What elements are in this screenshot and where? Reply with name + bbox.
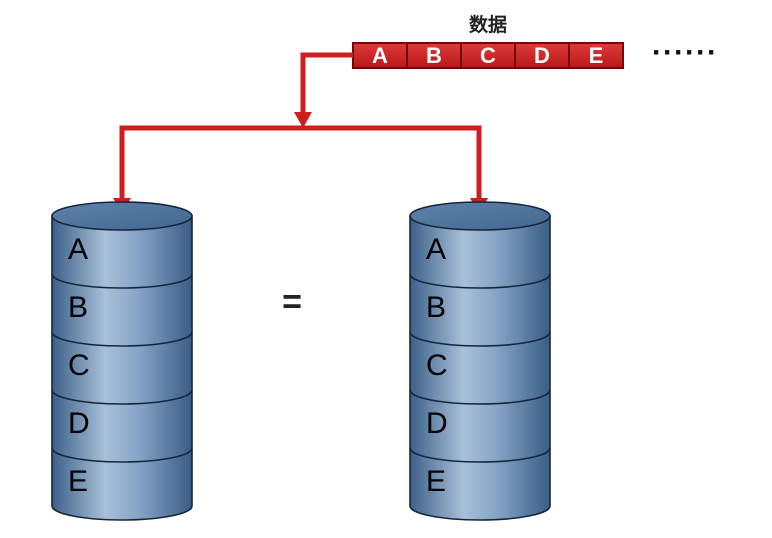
disk-layer-separator	[51, 331, 193, 347]
data-stream-segment-label: C	[480, 43, 496, 68]
arrow-split-line	[119, 125, 482, 202]
disk-layer-separator	[51, 389, 193, 405]
disk-layer-label: E	[68, 465, 88, 498]
data-stream-segment-label: B	[426, 43, 442, 68]
arrow-feed-head	[294, 112, 312, 128]
disk-layer-separator	[409, 331, 551, 347]
disk-body	[51, 215, 193, 521]
data-stream-title: 数据	[469, 13, 507, 36]
disk-layer-separator	[51, 447, 193, 463]
disk-body	[409, 215, 551, 521]
arrow-feed-line	[300, 52, 353, 118]
disk-layer-label: A	[68, 233, 88, 266]
disk-layer-label: C	[68, 349, 90, 382]
data-stream-continuation: ······	[652, 36, 718, 69]
disk-top	[409, 201, 551, 231]
disk-layer-label: A	[426, 233, 446, 266]
disk-layer-label: B	[68, 291, 88, 324]
disk-layer-separator	[409, 447, 551, 463]
disk-top	[51, 201, 193, 231]
disk-layer-label: D	[68, 407, 90, 440]
disk-layer-label: E	[426, 465, 446, 498]
disk-layer-label: B	[426, 291, 446, 324]
split-arrows	[113, 52, 488, 214]
disk-layer-separator	[409, 389, 551, 405]
data-stream-bar: A B C D E	[352, 42, 624, 69]
disk-layer-separator	[51, 273, 193, 289]
data-stream-segment-label: D	[534, 43, 550, 68]
data-stream-segment-label: E	[589, 43, 604, 68]
disk-layer-separator	[409, 273, 551, 289]
equals-sign: =	[282, 283, 302, 321]
data-stream-segment-label: A	[372, 43, 388, 68]
disk-layer-label: C	[426, 349, 448, 382]
disk-layer-label: D	[426, 407, 448, 440]
